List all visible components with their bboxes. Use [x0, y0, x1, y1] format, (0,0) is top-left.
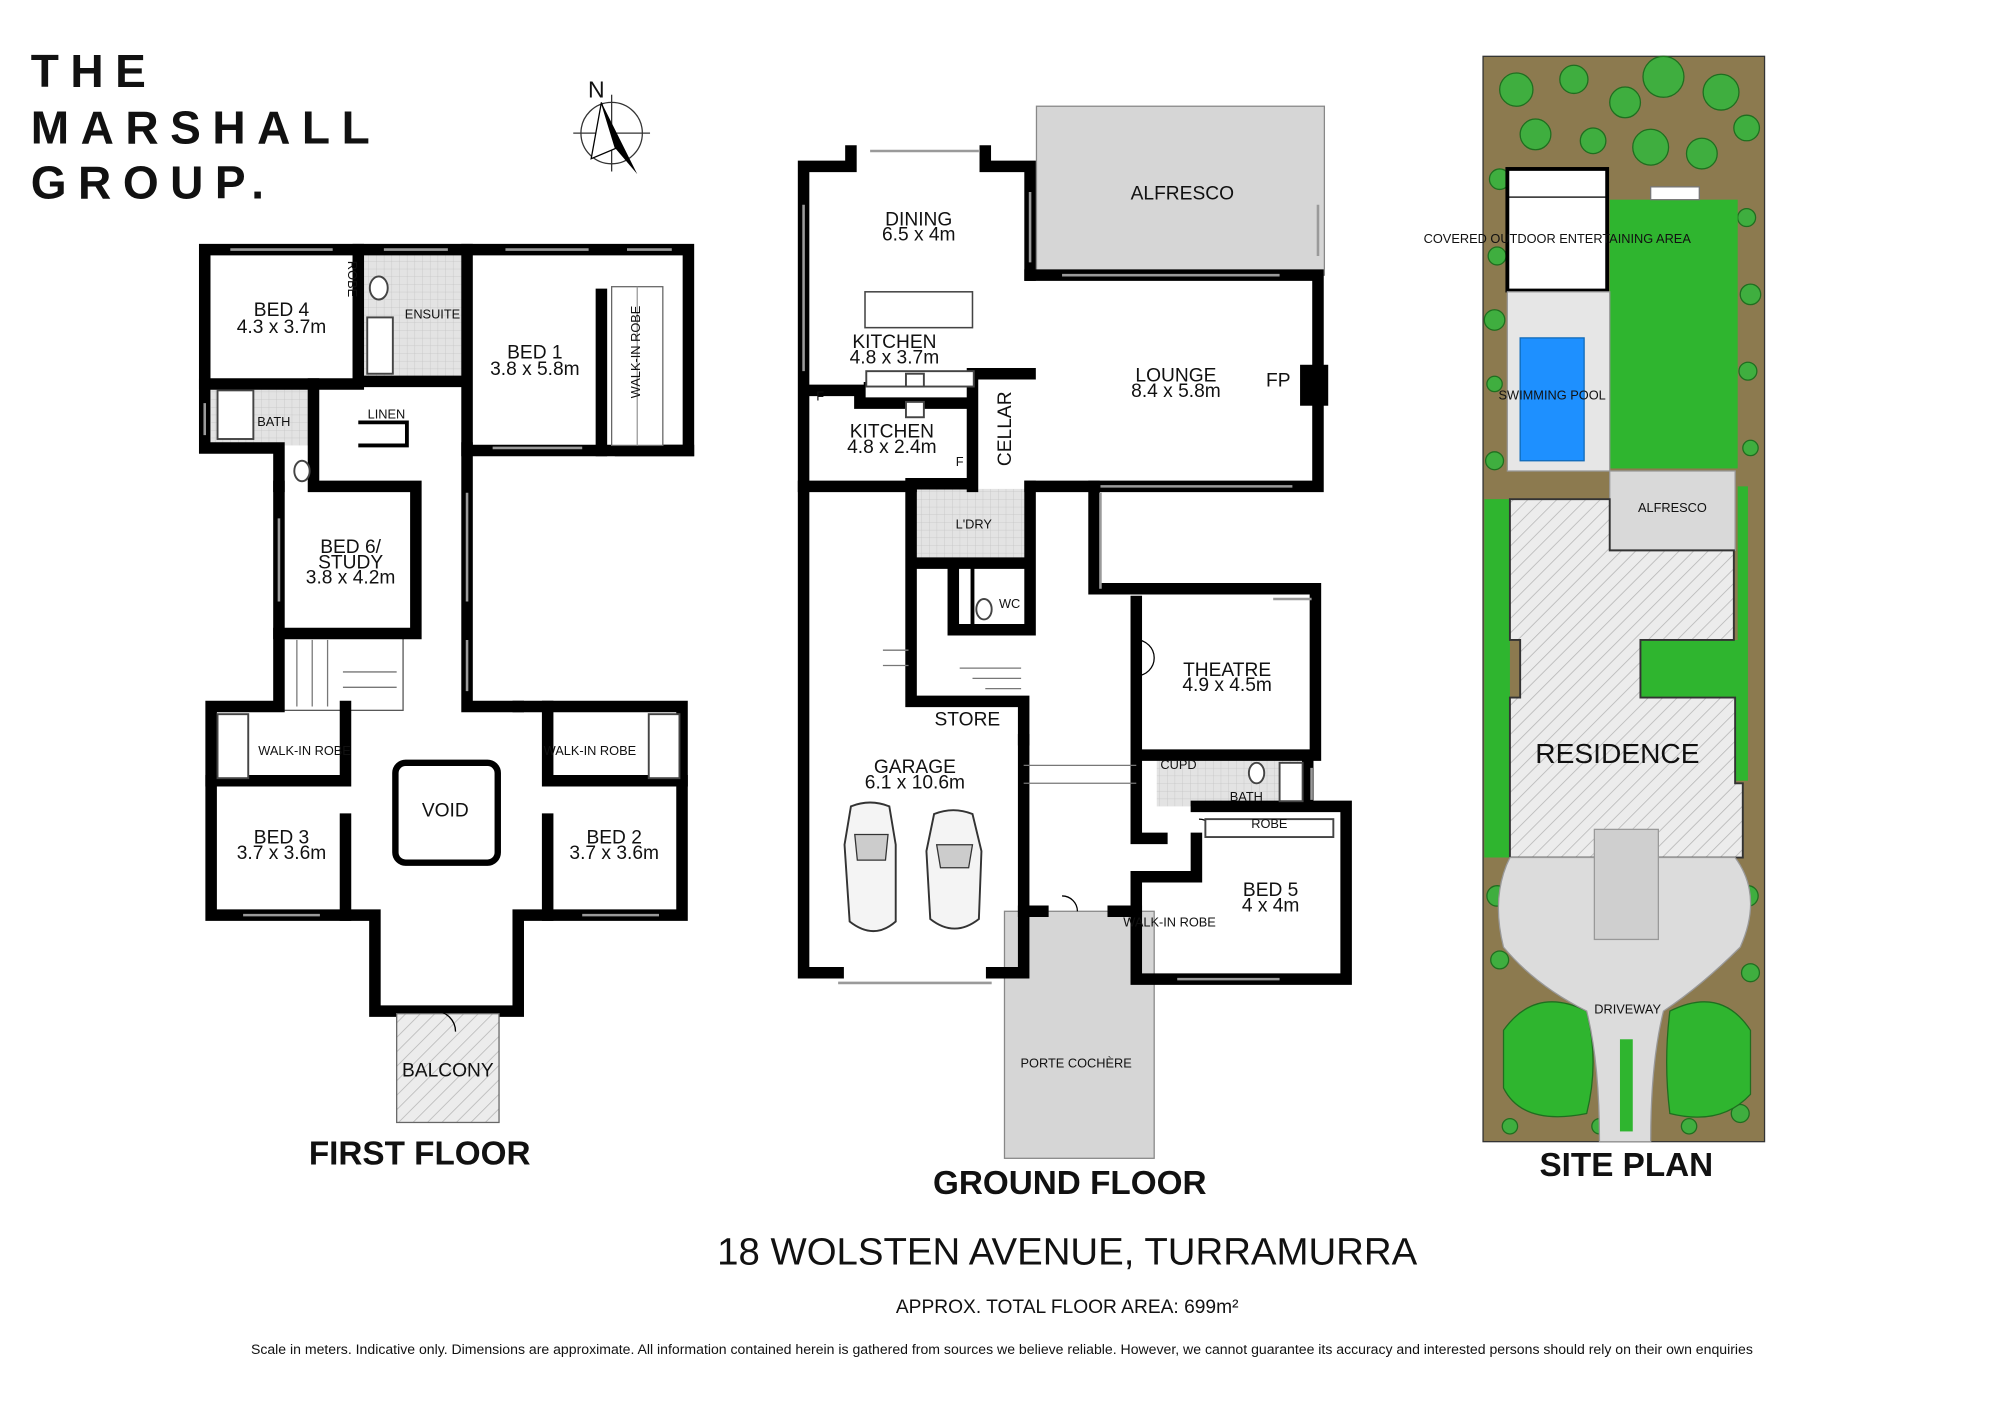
- north-label: N: [588, 76, 605, 102]
- gf-kitchen2-dims: 4.8 x 2.4m: [847, 437, 937, 458]
- ff-bed1-dims: 3.8 x 5.8m: [490, 359, 580, 380]
- site-plan-title: SITE PLAN: [1539, 1147, 1713, 1184]
- ff-bed2-dims: 3.7 x 3.6m: [569, 843, 659, 864]
- ff-linen-label: LINEN: [368, 407, 406, 422]
- total-floor-area: APPROX. TOTAL FLOOR AREA: 699m²: [896, 1297, 1239, 1318]
- gf-bed5-name: BED 5: [1243, 880, 1298, 901]
- first-floor-plan: BED 4 4.3 x 3.7m ROBE ENSUITE BED 1 3.8 …: [198, 243, 695, 1173]
- gf-dining-name: DINING: [885, 209, 952, 230]
- gf-fp-label: FP: [1266, 371, 1291, 392]
- gf-theatre-dims: 4.9 x 4.5m: [1182, 675, 1272, 696]
- ff-bed1-name: BED 1: [507, 342, 562, 363]
- gf-cupd-label: CUPD: [1160, 757, 1196, 772]
- ff-bed3-name: BED 3: [254, 827, 309, 848]
- gf-robe-label: ROBE: [1251, 816, 1287, 831]
- first-floor-title: FIRST FLOOR: [309, 1136, 531, 1173]
- ground-floor-plan: ALFRESCO DINING 6.5 x 4m KITCHEN 4.8 x 3…: [797, 105, 1352, 1202]
- gf-theatre-name: THEATRE: [1183, 660, 1271, 681]
- ff-robe-label: ROBE: [345, 261, 360, 297]
- ff-bed3-dims: 3.7 x 3.6m: [237, 843, 327, 864]
- ff-bed6-line1: BED 6/: [320, 537, 381, 558]
- gf-porte-label: PORTE COCHÈRE: [1021, 1055, 1132, 1070]
- gf-fridge-label-2: F: [956, 454, 964, 469]
- ff-bed4-dims: 4.3 x 3.7m: [237, 317, 327, 338]
- gf-lounge-dims: 8.4 x 5.8m: [1131, 381, 1221, 402]
- garage-car-right-icon: [925, 809, 983, 930]
- site-alfresco-label: ALFRESCO: [1638, 500, 1707, 515]
- ff-void-label: VOID: [422, 801, 469, 822]
- brand-line-marshall: MARSHALL: [31, 101, 382, 153]
- gf-garage-dims: 6.1 x 10.6m: [865, 772, 965, 793]
- ff-bath-label: BATH: [257, 414, 290, 429]
- ff-bed2-name: BED 2: [586, 827, 641, 848]
- ff-bed6-line2: STUDY: [318, 552, 383, 573]
- site-plan: COVERED OUTDOOR ENTERTAINING AREA SWIMMI…: [1424, 55, 1766, 1184]
- north-compass: N: [573, 76, 651, 175]
- disclaimer: Scale in meters. Indicative only. Dimens…: [251, 1341, 1753, 1357]
- brand-line-group: GROUP.: [31, 156, 276, 208]
- gf-dining-dims: 6.5 x 4m: [882, 225, 956, 246]
- property-address: 18 WOLSTEN AVENUE, TURRAMURRA: [717, 1231, 1417, 1274]
- ff-walkin-label: WALK-IN ROBE: [628, 306, 643, 399]
- ground-floor-title: GROUND FLOOR: [933, 1165, 1206, 1202]
- site-residence-label: RESIDENCE: [1535, 738, 1699, 769]
- garage-car-left-icon: [843, 801, 897, 933]
- gf-lounge-name: LOUNGE: [1135, 365, 1216, 386]
- gf-fridge-label-1: F: [816, 389, 824, 404]
- gf-kitchen1-name: KITCHEN: [852, 332, 936, 353]
- ff-ensuite-label: ENSUITE: [405, 307, 460, 322]
- gf-wc-label: WC: [999, 596, 1020, 611]
- gf-ldry-label: L'DRY: [956, 517, 993, 532]
- brand-line-the: THE: [31, 45, 158, 97]
- ff-bed6-dims: 3.8 x 4.2m: [306, 568, 396, 589]
- gf-garage-name: GARAGE: [874, 757, 956, 778]
- ff-bed3-walkin-label: WALK-IN ROBE: [258, 743, 351, 758]
- brand-logo: THE MARSHALL GROUP.: [31, 45, 382, 208]
- gf-kitchen2-name: KITCHEN: [850, 422, 934, 443]
- site-outdoor-label: COVERED OUTDOOR ENTERTAINING AREA: [1424, 231, 1692, 246]
- gf-walkin-label: WALK-IN ROBE: [1123, 915, 1216, 930]
- gf-cellar-label: CELLAR: [995, 391, 1016, 466]
- ff-bed2-walkin-label: WALK-IN ROBE: [544, 743, 637, 758]
- site-driveway-label: DRIVEWAY: [1594, 1002, 1661, 1017]
- ff-balcony-label: BALCONY: [402, 1060, 494, 1081]
- gf-kitchen1-dims: 4.8 x 3.7m: [850, 347, 940, 368]
- compass-needle-icon: [601, 102, 638, 175]
- site-pool-label: SWIMMING POOL: [1499, 387, 1606, 402]
- gf-bed5-dims: 4 x 4m: [1242, 895, 1300, 916]
- gf-bath-label: BATH: [1230, 789, 1263, 804]
- ff-bed4-name: BED 4: [254, 300, 310, 321]
- gf-alfresco-label: ALFRESCO: [1131, 184, 1234, 205]
- gf-store-label: STORE: [934, 710, 1000, 731]
